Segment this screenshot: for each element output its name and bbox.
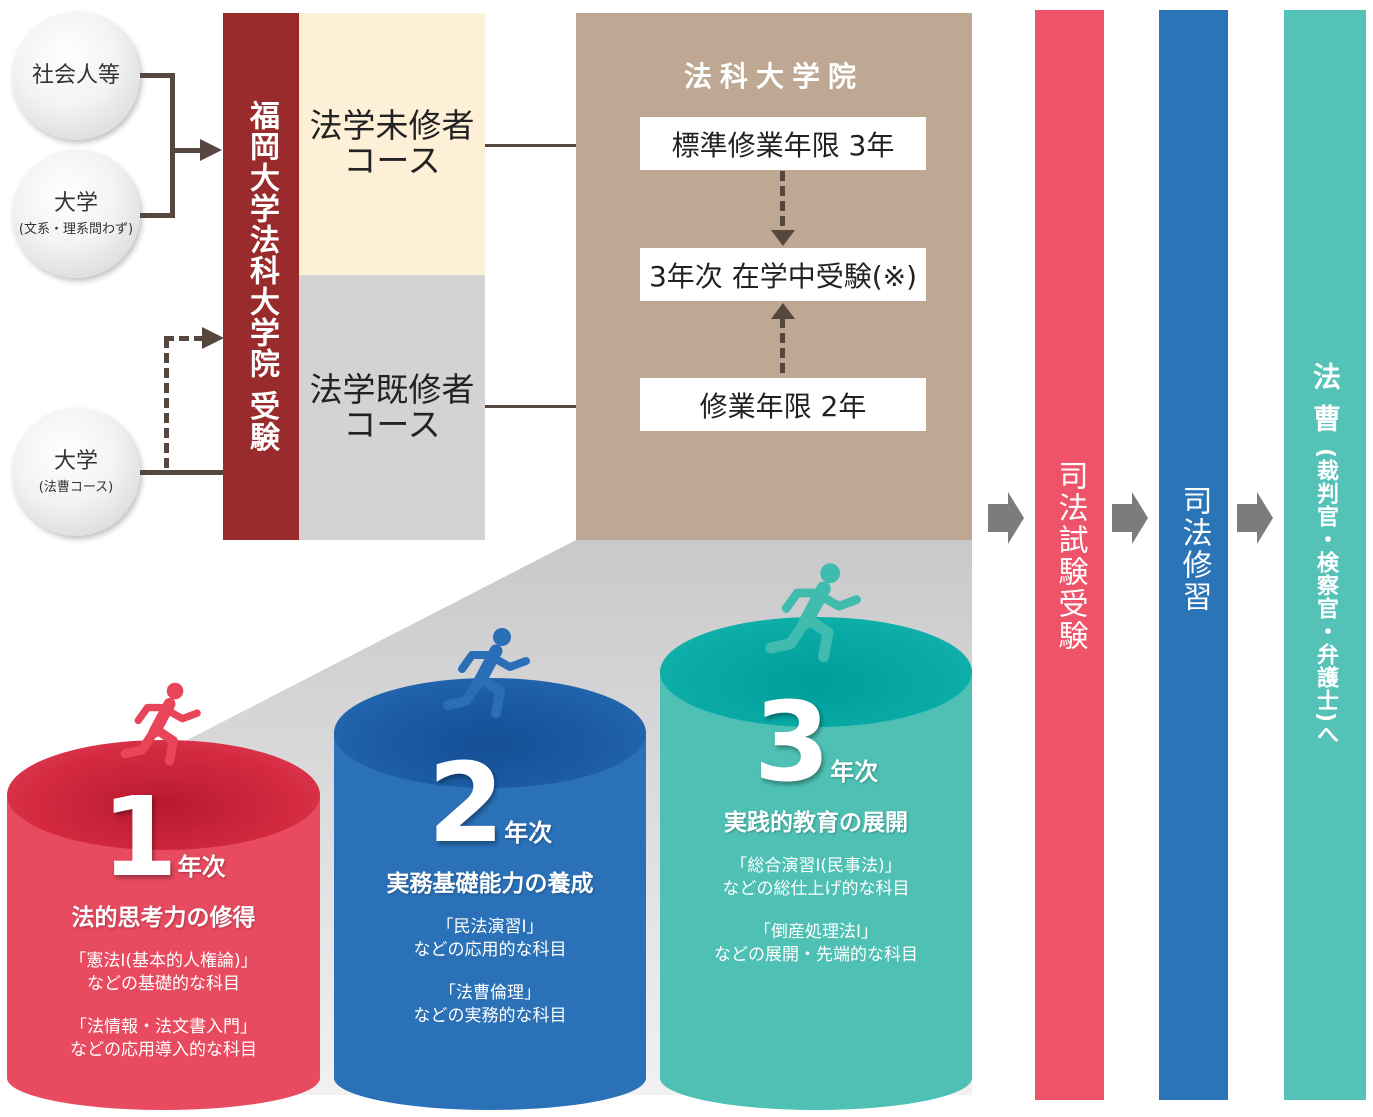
arrow-down-icon: [771, 230, 795, 246]
year3-subject1-desc: などの総仕上げ的な科目: [722, 878, 910, 899]
entrance-exam-label: 福岡大学法科大学院 受験: [244, 100, 279, 453]
year2-cylinder: 2年次 実務基礎能力の養成 「民法演習I」 などの応用的な科目 「法曹倫理」 な…: [334, 678, 646, 1110]
entry-university-any: 大学 (文系・理系問わず): [12, 150, 140, 278]
entry-university2-label: 大学: [53, 448, 98, 474]
arrow-right-icon: [200, 139, 222, 161]
legal-training-label: 司法修習: [1176, 485, 1212, 613]
connector-line: [170, 73, 175, 218]
connector-line: [140, 213, 175, 218]
course-learned-line2: コース: [343, 404, 441, 444]
year3-subject2-desc: などの展開・先端的な科目: [714, 944, 918, 965]
year3-title: 実践的教育の展開: [724, 810, 908, 836]
law-school-box: 法科大学院 標準修業年限 3年 3年次 在学中受験(※) 修業年限 2年: [576, 13, 972, 540]
running-person-icon: [765, 563, 861, 663]
dashed-connector: [164, 338, 169, 468]
running-person-icon: [443, 628, 530, 718]
arrow-right-icon: [202, 327, 224, 349]
connector-line: [485, 144, 600, 147]
entrance-exam-band: 福岡大学法科大学院 受験: [223, 13, 299, 540]
legal-profession-band: 法曹 (裁判官・検察官・弁護士)へ: [1284, 10, 1366, 1100]
connector-line: [140, 73, 175, 78]
bar-exam-label: 司法試験受験: [1052, 460, 1088, 652]
running-person-icon: [120, 682, 201, 766]
course-learned-line1: 法学既修者: [309, 369, 475, 409]
chevron-right-icon: [1112, 492, 1148, 544]
connector-line: [170, 148, 202, 153]
chevron-right-icon: [988, 492, 1024, 544]
dashed-connector: [164, 336, 204, 341]
year2-subject1-desc: などの応用的な科目: [413, 939, 567, 960]
year3-suffix: 年次: [830, 758, 879, 786]
entry-working-label: 社会人等: [31, 63, 120, 89]
year2-subject2-name: 「法曹倫理」: [439, 982, 541, 1003]
entry-university-label: 大学: [53, 190, 98, 216]
year2-number: 2: [427, 739, 505, 867]
year3-cylinder: 3年次 実践的教育の展開 「総合演習I(民事法)」 などの総仕上げ的な科目 「倒…: [660, 617, 972, 1110]
legal-training-band: 司法修習: [1159, 10, 1228, 1100]
year2-subject1-name: 「民法演習I」: [436, 917, 544, 937]
year1-subject2-name: 「法情報・法文書入門」: [70, 1016, 257, 1037]
year3-number: 3: [753, 678, 831, 806]
year1-number: 1: [101, 773, 178, 901]
legal-profession-label: 法曹: [1309, 362, 1342, 446]
year1-subject1-desc: などの基礎的な科目: [87, 973, 240, 994]
legal-profession-detail: (裁判官・検察官・弁護士)へ: [1313, 448, 1338, 747]
entry-university-law-course: 大学 (法曹コース): [12, 408, 140, 536]
year1-subject2-desc: などの応用導入的な科目: [70, 1039, 257, 1060]
year1-subject1-name: 「憲法I(基本的人権論)」: [69, 951, 258, 971]
year2-suffix: 年次: [504, 819, 553, 847]
short-term-label: 修業年限 2年: [699, 389, 867, 423]
connector-line: [140, 470, 280, 475]
bar-exam-band: 司法試験受験: [1035, 10, 1104, 1100]
entry-university2-sub: (法曹コース): [38, 480, 114, 496]
course-unlearned: 法学未修者 コース: [299, 13, 485, 275]
dashed-connector: [780, 171, 785, 231]
course-learned: 法学既修者 コース: [299, 275, 485, 540]
course-unlearned-line1: 法学未修者: [309, 106, 475, 146]
year1-cylinder: 1年次 法的思考力の修得 「憲法I(基本的人権論)」 などの基礎的な科目 「法情…: [7, 740, 320, 1110]
entry-working-adults: 社会人等: [12, 12, 140, 140]
year2-subject2-desc: などの実務的な科目: [413, 1005, 567, 1026]
connector-line: [485, 405, 600, 408]
standard-term-box: 標準修業年限 3年: [640, 117, 926, 170]
law-school-title: 法科大学院: [683, 60, 864, 93]
dashed-connector: [780, 318, 785, 378]
year1-title: 法的思考力の修得: [71, 905, 256, 931]
course-unlearned-line2: コース: [343, 141, 441, 180]
standard-term-label: 標準修業年限 3年: [671, 128, 895, 162]
entry-university-sub: (文系・理系問わず): [18, 222, 134, 238]
year1-suffix: 年次: [177, 853, 226, 881]
year2-title: 実務基礎能力の養成: [386, 871, 594, 897]
in-school-exam-box: 3年次 在学中受験(※): [640, 248, 926, 301]
year3-subject2-name: 「倒産処理法I」: [753, 921, 878, 942]
arrow-up-icon: [771, 303, 795, 319]
in-school-exam-label: 3年次 在学中受験(※): [648, 259, 918, 293]
chevron-right-icon: [1237, 492, 1273, 544]
short-term-box: 修業年限 2年: [640, 378, 926, 431]
year3-subject1-name: 「総合演習I(民事法)」: [730, 856, 902, 876]
